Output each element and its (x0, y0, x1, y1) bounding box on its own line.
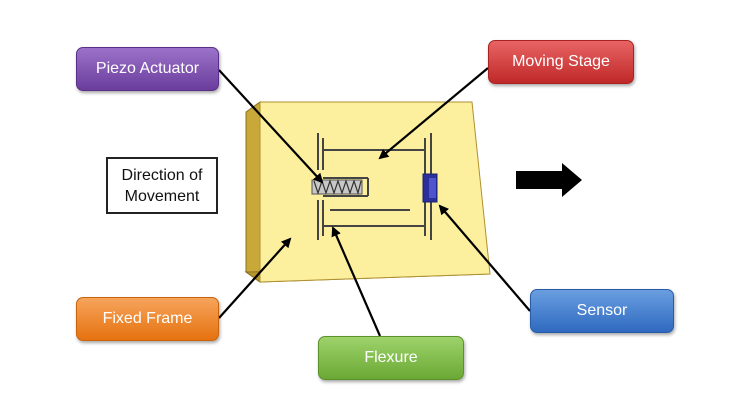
leader-sensor (438, 204, 531, 312)
flexure-label: Flexure (318, 336, 464, 380)
moving-stage-label: Moving Stage (488, 40, 634, 84)
direction-arrow-icon (516, 163, 582, 197)
leader-fixed-frame (218, 237, 292, 319)
direction-line-2: Movement (124, 187, 200, 205)
piezo-actuator-label: Piezo Actuator (76, 47, 219, 91)
leader-lines (218, 67, 531, 337)
direction-line-1: Direction of (121, 166, 203, 184)
fixed-frame-label: Fixed Frame (76, 297, 219, 341)
direction-of-movement-box: Direction of Movement (106, 157, 218, 214)
flexure-mechanism (317, 133, 432, 240)
sensor-label: Sensor (530, 289, 674, 333)
leader-moving-stage (378, 67, 489, 160)
piezo-actuator-element (311, 179, 363, 196)
leader-flexure (331, 226, 382, 337)
sensor-element (422, 173, 438, 203)
frame-top-face (259, 101, 491, 283)
frame-left-face (245, 101, 261, 283)
leader-piezo (218, 69, 324, 184)
